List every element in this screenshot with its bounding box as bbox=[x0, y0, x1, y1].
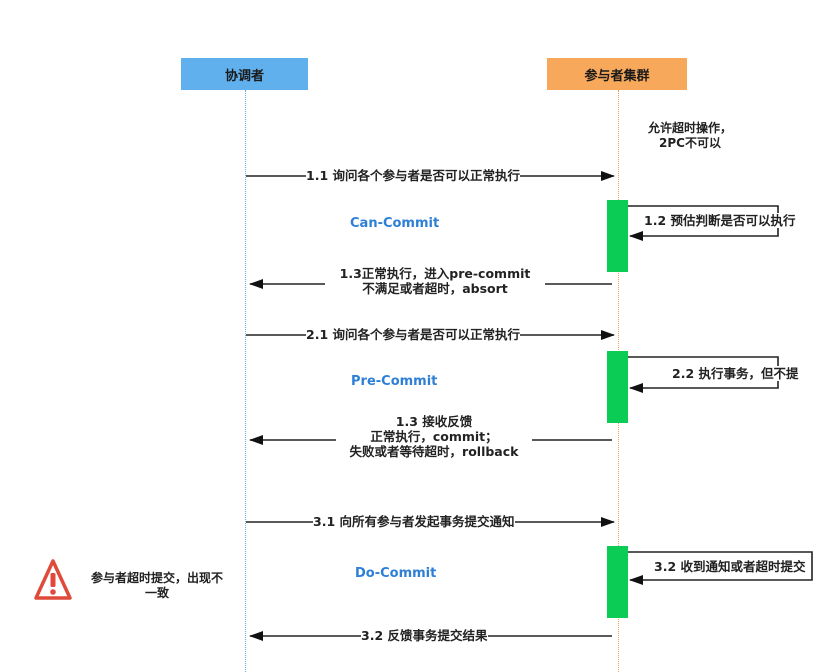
phase-can-commit: Can-Commit bbox=[350, 216, 440, 231]
warning-text-line-1: 参与者超时提交，出现不 bbox=[90, 571, 223, 585]
phase-do-commit: Do-Commit bbox=[355, 566, 437, 581]
message-2-3-line-2: 正常执行，commit； bbox=[370, 429, 498, 444]
message-1-3: 1.3正常执行，进入pre-commit 不满足或者超时，absort bbox=[325, 266, 545, 296]
participant-cluster-actor: 参与者集群 bbox=[547, 58, 687, 90]
message-2-3-line-1: 1.3 接收反馈 bbox=[395, 414, 473, 429]
warning-text: 参与者超时提交，出现不 一致 bbox=[74, 571, 240, 601]
activation-pre-commit bbox=[607, 351, 628, 423]
message-2-1: 2.1 询问各个参与者是否可以正常执行 bbox=[306, 327, 520, 342]
message-1-1: 1.1 询问各个参与者是否可以正常执行 bbox=[306, 168, 520, 183]
coordinator-actor: 协调者 bbox=[181, 58, 308, 90]
cluster-note-line-1: 允许超时操作， bbox=[647, 121, 732, 135]
message-2-3: 1.3 接收反馈 正常执行，commit； 失败或者等待超时，rollback bbox=[336, 414, 532, 459]
message-3-1: 3.1 向所有参与者发起事务提交通知 bbox=[313, 514, 515, 529]
message-1-2: 1.2 预估判断是否可以执行 bbox=[644, 213, 796, 228]
activation-can-commit bbox=[607, 200, 628, 272]
cluster-note-line-2: 2PC不可以 bbox=[659, 136, 721, 150]
activation-do-commit bbox=[607, 546, 628, 618]
warning-icon bbox=[34, 559, 72, 600]
arrow-3-2-self bbox=[628, 551, 813, 585]
message-2-3-line-3: 失败或者等待超时，rollback bbox=[349, 444, 519, 459]
message-1-3-line-2: 不满足或者超时，absort bbox=[362, 281, 508, 296]
coordinator-lifeline bbox=[245, 90, 246, 672]
cluster-note: 允许超时操作， 2PC不可以 bbox=[636, 121, 744, 151]
message-3-2-return: 3.2 反馈事务提交结果 bbox=[361, 628, 488, 643]
warning-text-line-2: 一致 bbox=[144, 586, 169, 600]
phase-pre-commit: Pre-Commit bbox=[351, 374, 438, 389]
message-3-2-self: 3.2 收到通知或者超时提交 bbox=[654, 559, 806, 574]
message-1-3-line-1: 1.3正常执行，进入pre-commit bbox=[339, 266, 531, 281]
message-2-2: 2.2 执行事务，但不提 bbox=[672, 366, 799, 381]
